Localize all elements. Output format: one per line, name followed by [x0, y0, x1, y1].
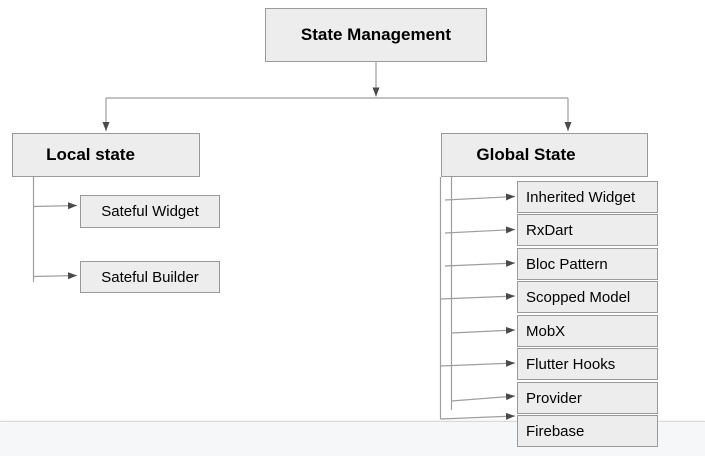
node-sateful-builder: Sateful Builder — [80, 261, 220, 293]
node-local-state: Local state — [12, 133, 200, 177]
connector-to-flutter-hooks — [440, 359, 516, 367]
node-sateful-widget: Sateful Widget — [80, 195, 220, 228]
node-sateful-builder-label: Sateful Builder — [101, 268, 199, 286]
connector-to-bloc-pattern — [444, 259, 516, 267]
node-firebase: Firebase — [517, 415, 658, 447]
connector-to-mobx — [451, 326, 516, 334]
node-provider: Provider — [517, 382, 658, 414]
node-firebase-label: Firebase — [526, 422, 585, 440]
node-state-management: State Management — [265, 8, 487, 62]
connector-to-rxdart — [444, 226, 516, 234]
node-rxdart-label: RxDart — [526, 221, 573, 239]
connector-to-inherited-widget — [444, 193, 516, 201]
node-inherited-widget: Inherited Widget — [517, 181, 658, 213]
connector-to-firebase — [440, 412, 516, 420]
node-state-management-label: State Management — [300, 25, 452, 44]
node-scopped-model: Scopped Model — [517, 281, 658, 313]
connector-to-scopped-model — [440, 292, 516, 300]
node-global-state-label: Global State — [476, 145, 576, 164]
node-flutter-hooks: Flutter Hooks — [517, 348, 658, 380]
node-bloc-pattern: Bloc Pattern — [517, 248, 658, 280]
node-bloc-pattern-label: Bloc Pattern — [526, 255, 608, 273]
node-scopped-model-label: Scopped Model — [526, 288, 631, 306]
node-inherited-widget-label: Inherited Widget — [526, 188, 636, 206]
node-sateful-widget-label: Sateful Widget — [101, 203, 199, 220]
node-flutter-hooks-label: Flutter Hooks — [526, 355, 616, 373]
connector-to-provider — [451, 393, 516, 402]
node-provider-label: Provider — [526, 389, 582, 407]
node-mobx: MobX — [517, 315, 658, 347]
node-rxdart: RxDart — [517, 214, 658, 246]
connector-to-sateful-widget — [33, 202, 78, 210]
connector-to-sateful-builder — [33, 272, 78, 280]
node-local-state-label: Local state — [46, 145, 135, 164]
node-global-state: Global State — [441, 133, 648, 177]
node-mobx-label: MobX — [526, 322, 566, 340]
